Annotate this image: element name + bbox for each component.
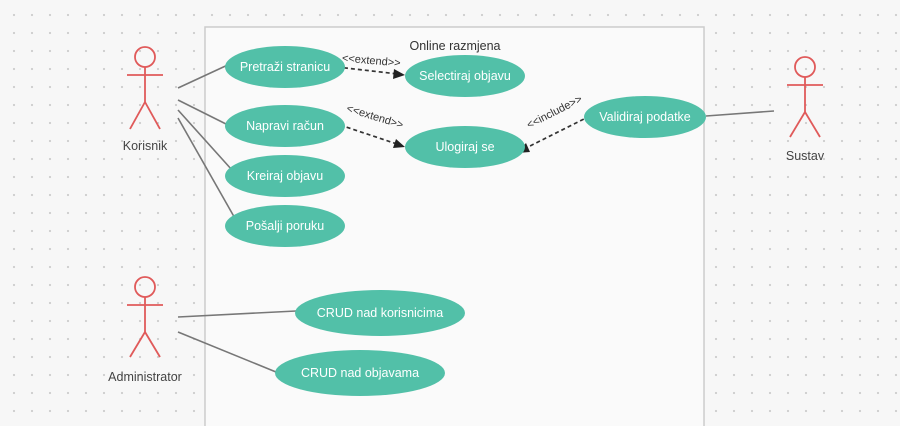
use-case-label-crud-objave: CRUD nad objavama (301, 366, 419, 380)
use-case-label-napravi: Napravi račun (246, 119, 324, 133)
assoc-admin-crud-korisnici (177, 310, 297, 318)
assoc-korisnik-napravi (177, 99, 233, 128)
actor-korisnik-label: Korisnik (123, 139, 168, 153)
associations (177, 62, 775, 373)
use-case-label-ulogiraj: Ulogiraj se (435, 140, 494, 154)
use-case-validiraj (584, 96, 706, 138)
actor-administrator-figure (127, 276, 163, 358)
system-title: Online razmjena (409, 39, 500, 53)
actor-administrator-label: Administrator (108, 370, 182, 384)
use-case-label-crud-korisnici: CRUD nad korisnicima (317, 306, 443, 320)
use-case-pretrazi (225, 46, 345, 88)
use-case-ulogiraj (405, 126, 525, 168)
use-case-kreiraj (225, 155, 345, 197)
assoc-sustav-validiraj (705, 110, 775, 117)
use-case-napravi (225, 105, 345, 147)
use-case-label-posalji: Pošalji poruku (246, 219, 325, 233)
use-case-posalji (225, 205, 345, 247)
use-case-label-validiraj: Validiraj podatke (599, 110, 691, 124)
use-case-crud-objave (275, 350, 445, 396)
actor-korisnik-figure (127, 46, 163, 130)
use-case-label-kreiraj: Kreiraj objavu (247, 169, 323, 183)
extend-arrow-selectiraj (336, 66, 399, 75)
assoc-korisnik-pretrazi (177, 62, 233, 89)
use-case-label-pretrazi: Pretraži stranicu (240, 60, 330, 74)
use-case-selectiraj (405, 55, 525, 97)
extend-arrowhead-ulogiraj (393, 139, 405, 148)
use-case-crud-korisnici (295, 290, 465, 336)
use-case-label-selectiraj: Selectiraj objavu (419, 69, 511, 83)
extend-label-1: <<extend>> (341, 52, 401, 69)
actor-sustav-label: Sustav (786, 149, 825, 163)
extend-arrow-ulogiraj (339, 124, 398, 145)
assoc-korisnik-kreiraj (177, 109, 233, 171)
assoc-admin-crud-objave (177, 331, 277, 373)
include-arrow-ulogiraj (525, 115, 591, 149)
actor-sustav-figure (787, 56, 823, 138)
extend-arrowhead-selectiraj (393, 69, 405, 79)
